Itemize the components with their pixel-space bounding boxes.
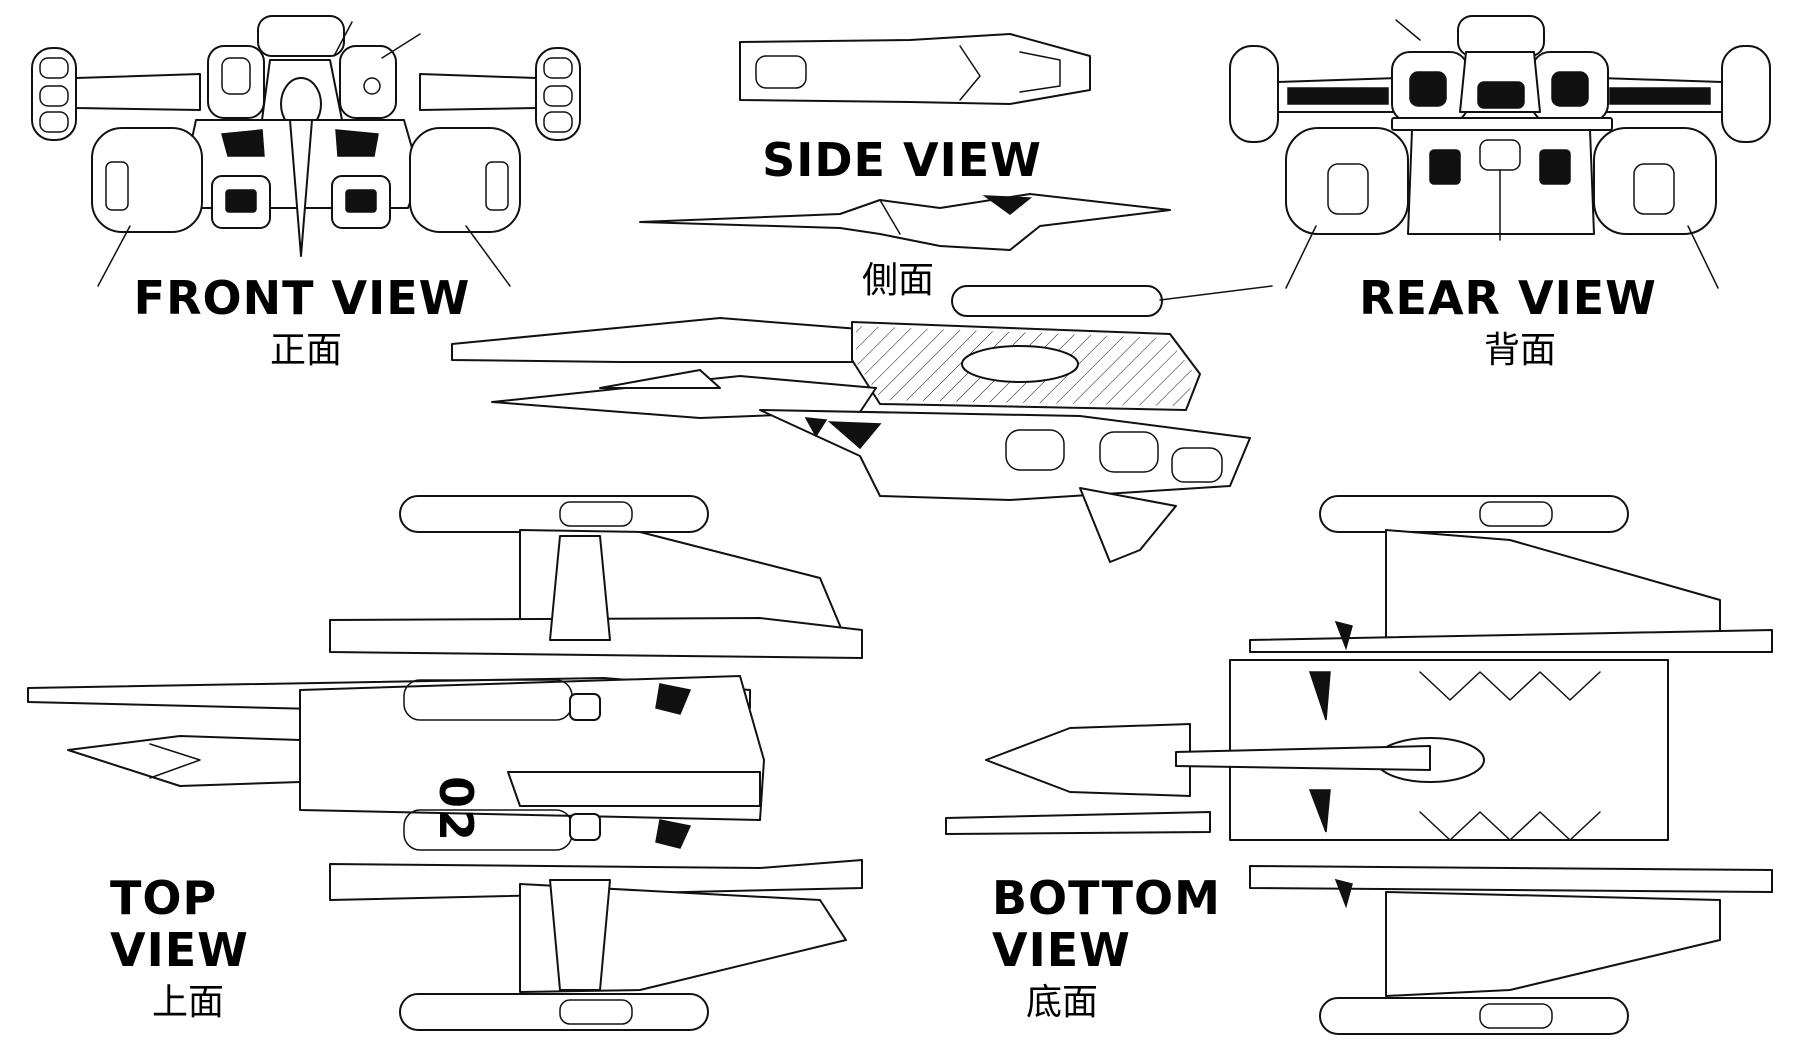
hull-number-marking: 02	[429, 776, 483, 842]
rear-view-drawing	[1230, 16, 1770, 288]
side-view-subtitle: 側面	[862, 260, 934, 301]
perspective-drawing	[452, 286, 1272, 562]
top-view-drawing	[28, 496, 862, 1030]
top-view-title-line2: VIEW	[110, 923, 249, 977]
bottom-view-drawing	[946, 496, 1772, 1034]
bottom-view-subtitle: 底面	[1026, 982, 1098, 1023]
top-view-subtitle: 上面	[152, 982, 224, 1023]
front-view-title: FRONT VIEW	[134, 271, 471, 325]
side-view-dorsal-drawing	[740, 34, 1090, 104]
side-view-title: SIDE VIEW	[762, 133, 1042, 187]
bottom-view-title-line1: BOTTOM	[992, 871, 1221, 925]
front-view-subtitle: 正面	[270, 330, 342, 371]
side-view-profile-drawing	[640, 194, 1170, 250]
rear-view-title: REAR VIEW	[1359, 271, 1657, 325]
rear-view-subtitle: 背面	[1484, 330, 1556, 371]
top-view-title-line1: TOP	[110, 871, 217, 925]
bottom-view-title-line2: VIEW	[992, 923, 1131, 977]
front-view-drawing	[32, 16, 580, 286]
